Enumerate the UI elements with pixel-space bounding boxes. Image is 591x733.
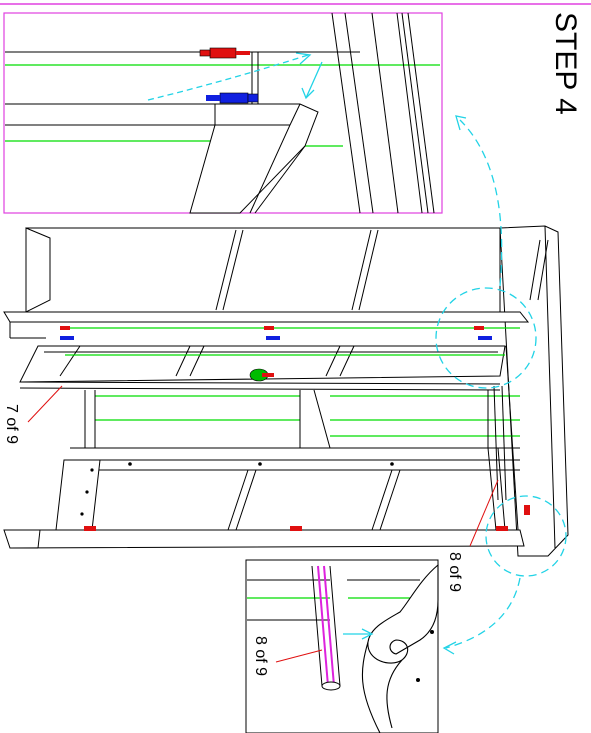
callout-circle-bottom [485,495,567,577]
callout-circle-top [435,287,537,389]
rod-detail [329,565,341,687]
panel-divider [227,469,249,531]
screw-dot [430,630,434,634]
panel-divider [235,469,257,531]
callout-arrow-head [442,641,457,655]
callout-arrow-top [459,119,503,287]
scroll-bracket [367,563,439,664]
red-cam [264,326,274,330]
callout-arrow-head [455,115,467,131]
red-cam [84,526,96,531]
screw-dot [90,468,94,472]
rod-detail-pink [317,565,329,687]
blue-bolt [206,92,259,104]
rod-detail-pink [323,565,335,687]
rod-part-8 [501,385,507,501]
post-edge [487,447,497,531]
post-edge [313,389,331,449]
blue-cam [60,336,74,340]
cabinet-back [25,227,501,313]
screw-dot [258,462,262,466]
shelf-divider [339,345,355,377]
shelf-divider [175,345,191,377]
top-rail [3,311,530,323]
center-knob-pin [262,373,274,377]
detail-view-top [3,12,443,214]
shelf-edge [19,381,501,385]
rod-end [321,681,341,691]
red-cam [496,526,508,531]
leader-line-8 [469,479,499,547]
red-cam [60,326,70,330]
insert-arrow [305,61,323,99]
red-cam [524,505,530,515]
insert-arrow [147,54,309,101]
post-edge [331,12,361,214]
leader-line-7 [27,385,63,423]
screw-dot [80,512,84,516]
insert-arrow-head [361,628,374,640]
rod-detail [311,565,323,687]
red-cam [474,326,484,330]
blue-cam [266,336,280,340]
rail-block [189,103,319,214]
insert-arrow-head [301,87,315,100]
step-title: STEP 4 [549,12,582,115]
screw-dot [85,490,89,494]
screw-dot [128,462,132,466]
panel-divider [222,229,244,311]
label-part-8-main: 8 of 9 [446,552,463,592]
red-bolt [199,47,250,59]
side-edge [537,239,549,301]
rail-edge [289,103,301,126]
label-part-8-detail: 8 of 9 [252,636,269,676]
rail-edge [249,124,291,214]
post-edge [407,12,435,214]
rod-part-8 [493,385,499,501]
rail-edge [37,529,41,549]
insert-arrow-head [295,52,312,65]
post-edge [396,12,423,214]
red-cam [290,526,302,531]
scroll-bracket-body [386,659,403,729]
blue-cam [478,336,492,340]
bottom-rail [3,529,525,549]
panel-divider [351,229,372,311]
post-edge [344,12,374,214]
shelf-edge [19,387,501,391]
post-edge [505,345,519,531]
post-edge [497,447,506,531]
scroll-bracket-body [361,641,381,733]
panel-divider [379,469,401,531]
callout-arrow-bottom [445,577,521,649]
shelf-divider [59,345,81,377]
panel-divider [215,229,237,311]
detail-view-bottom [245,559,439,733]
label-part-7: 7 of 9 [3,404,20,444]
leader-line-8-detail [275,649,323,663]
screw-dot [390,462,394,466]
post-edge [371,12,399,214]
panel-divider [371,469,393,531]
main-assembly [3,115,569,655]
panel-divider [358,229,379,311]
post-edge [401,12,429,214]
side-edge [544,225,556,549]
shelf-divider [325,345,341,377]
cabinet-back-notch [25,227,51,313]
screw-dot [416,678,420,682]
side-edge [529,239,541,301]
shelf-divider [189,345,205,377]
rail-edge [254,145,306,214]
